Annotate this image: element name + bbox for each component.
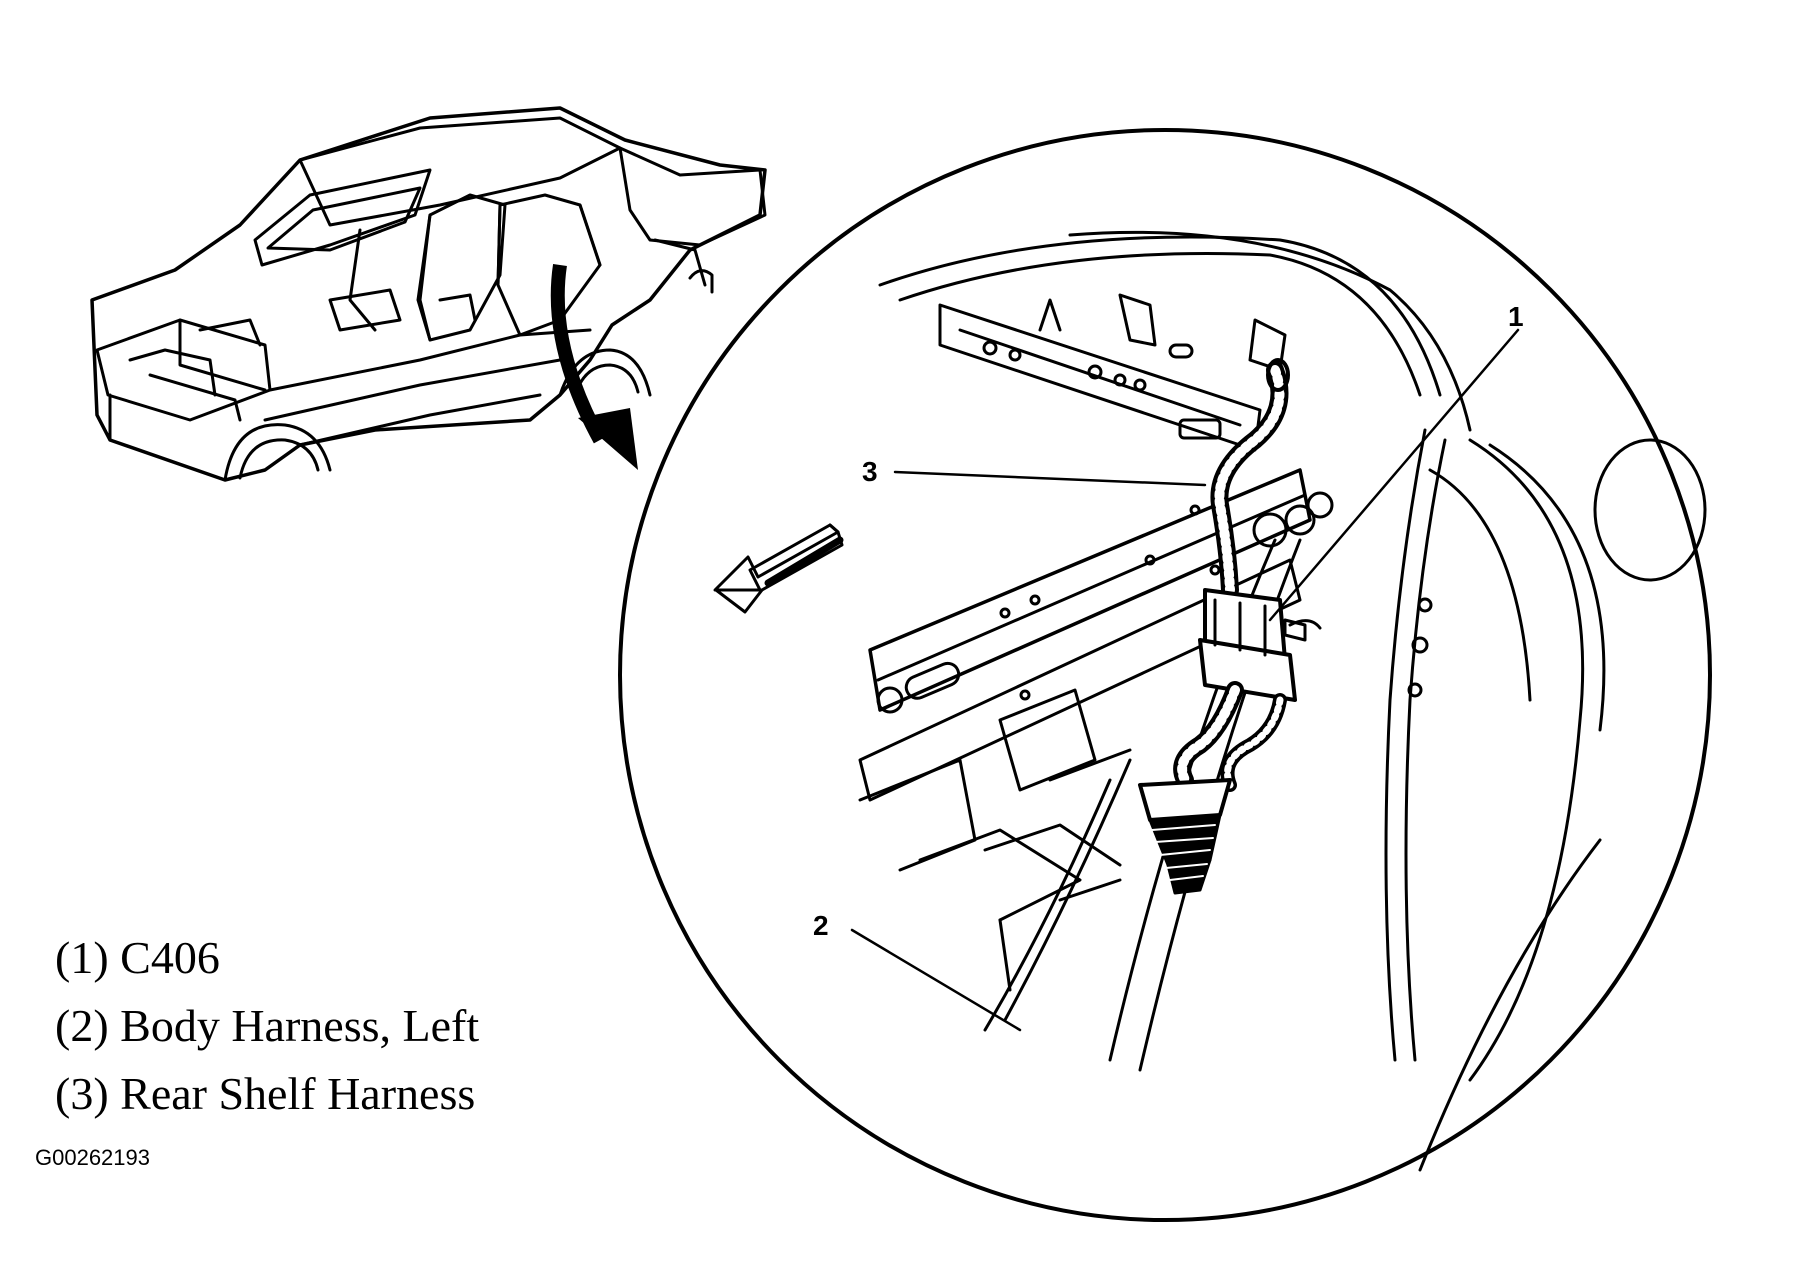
wiring-harnesses: [1138, 358, 1322, 895]
connector-c406: [1198, 588, 1322, 702]
leader-lines: [850, 328, 1520, 1032]
figure-id: G00262193: [35, 1145, 150, 1170]
callout-3: 3: [862, 456, 878, 487]
legend-item-1: (1) C406: [55, 932, 220, 983]
leader-line-3: [893, 470, 1207, 487]
harness-grommet: [1138, 778, 1232, 895]
locator-arrow: [550, 263, 638, 470]
detail-circle: [618, 128, 1712, 1222]
callout-1: 1: [1508, 301, 1524, 332]
leader-line-2: [850, 928, 1022, 1032]
legend-item-3: (3) Rear Shelf Harness: [55, 1068, 476, 1119]
legend-item-2: (2) Body Harness, Left: [55, 1000, 480, 1051]
forward-direction-arrow: [713, 523, 844, 614]
vehicle-body-shell: [90, 106, 767, 482]
callout-2: 2: [813, 910, 829, 941]
leader-line-1: [1268, 328, 1520, 622]
legend: (1) C406 (2) Body Harness, Left (3) Rear…: [55, 935, 479, 1139]
